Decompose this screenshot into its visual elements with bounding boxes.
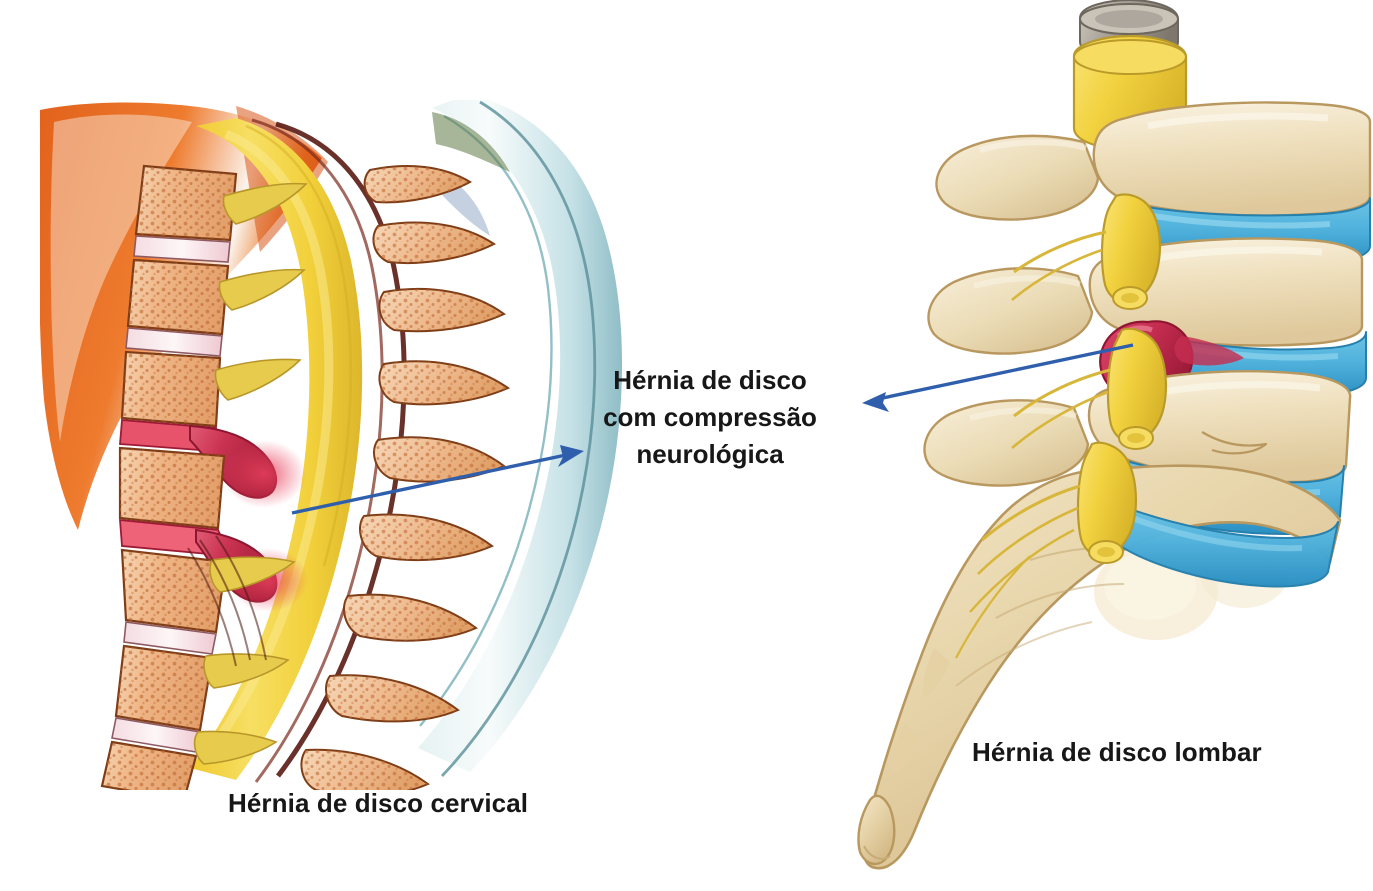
canal-detail-lines — [187, 535, 267, 667]
annotation-line-3: neurológica — [636, 438, 784, 469]
spinous-process — [378, 287, 506, 333]
intervertebral-disc — [133, 235, 231, 263]
spinous-process — [372, 221, 496, 265]
herniated-disc-cervical — [119, 419, 306, 508]
spinous-process — [927, 267, 1094, 355]
coccyx — [857, 794, 896, 865]
vertebral-body — [120, 350, 222, 428]
vertebral-body — [118, 446, 226, 530]
intervertebral-disc — [125, 327, 223, 357]
spinous-process — [373, 436, 506, 483]
spinous-process — [935, 134, 1100, 221]
spinous-process — [359, 513, 494, 562]
spinous-process — [325, 674, 460, 723]
spinous-process — [300, 748, 430, 790]
vertebra-l1 — [935, 101, 1372, 221]
cervical-caption: Hérnia de disco cervical — [228, 788, 529, 818]
annotation-line-1: Hérnia de disco — [613, 365, 807, 395]
spinous-process — [363, 165, 473, 204]
lumbar-caption: Hérnia de disco lombar — [972, 737, 1262, 767]
herniation-annotation-text: Hérnia de disco com compressão neurológi… — [560, 362, 860, 473]
vertebral-body — [114, 644, 214, 732]
vertebral-body — [134, 164, 238, 242]
annotation-line-2: com compressão — [603, 401, 817, 432]
vertebral-body — [126, 258, 230, 336]
spinous-process — [343, 593, 478, 642]
vertebral-body — [100, 740, 198, 790]
cervical-spine-illustration — [40, 100, 622, 790]
cervical-nerve-roots — [193, 182, 308, 765]
spinous-process — [378, 360, 511, 406]
nuchal-ligament — [418, 100, 622, 777]
intervertebral-disc — [123, 621, 217, 655]
